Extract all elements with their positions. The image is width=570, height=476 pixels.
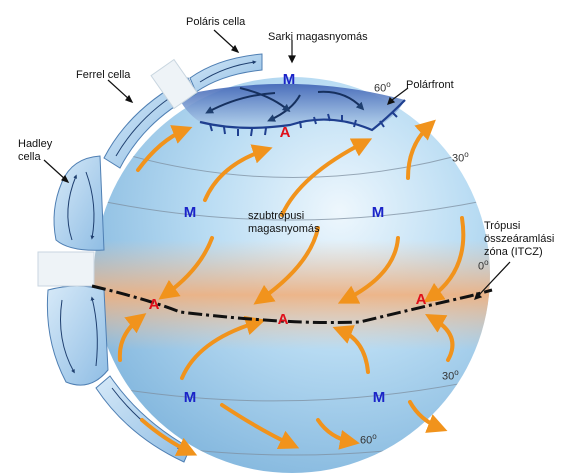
trade-wind-arrow [423,216,466,303]
subtropical-high-marker-east: M [371,204,385,221]
southern-subtropical-high-marker-east: M [372,389,386,406]
hadley-cell-north [53,155,105,251]
globe [94,77,490,473]
latitude-line-60n [109,149,479,178]
subtropical-high-marker-west: M [183,204,197,221]
surface-wind-arrows [117,119,466,456]
itcz-line [91,284,493,325]
latitude-label-30n: 30o [452,150,469,165]
itcz-label-line1: Trópusi [484,220,521,232]
westerly-arrow [140,418,198,456]
subtropical-high-label-line2: magasnyomás [248,223,320,235]
trade-wind-arrow [158,236,214,300]
polar-front-cloud-column [150,58,198,110]
latitude-line-30n [95,199,489,221]
hadley-cell-south [46,285,109,386]
latitude-label-60n: 60o [374,80,391,95]
equatorial-cloud-column [37,251,95,287]
itcz-label-line2: összeáramlási [484,233,555,245]
polar-front-label: Polárfront [406,79,454,91]
trade-wind-arrow [425,314,455,362]
hadley-cell-label: Hadley cella [18,138,52,164]
westerly-arrow [316,418,360,450]
trade-wind-arrow [180,315,266,380]
latitude-label-0: 0o [478,258,489,273]
label-leaders [43,29,511,300]
polar-cell [189,53,263,93]
westerly-arrow [136,125,193,172]
trade-wind-arrow [332,325,370,374]
itcz-low-marker-east: A [415,291,427,308]
itcz-low-marker-center: A [277,311,289,328]
westerly-arrow [220,403,300,449]
polar-easterly-arrows [205,87,365,122]
southern-subtropical-high-marker-west: M [183,389,197,406]
polar-high-label: Sarki magasnyomás [268,31,368,43]
hadley-cell-label-line1: Hadley [18,138,53,150]
itcz-label: Trópusi összeáramlási zóna (ITCZ) [484,220,554,259]
latitude-line-30s [95,377,489,402]
polar-front-low-marker: A [279,124,291,141]
polar-cap [178,83,406,137]
polar-front-ticks [209,111,398,137]
latitude-label-30s: 30o [442,368,459,383]
hadley-cell-label-line2: cella [18,151,41,163]
polar-front-line [199,99,406,132]
westerly-arrow [406,119,436,180]
subtropical-high-label: szubtrópusi magasnyomás [248,210,320,236]
polar-cell-label: Poláris cella [186,16,246,28]
ferrel-cell-label: Ferrel cella [76,69,131,81]
itcz-label-line3: zóna (ITCZ) [484,246,543,258]
trade-wind-arrow [117,313,147,362]
westerly-arrow [280,138,373,217]
itcz-low-marker-west: A [148,296,160,313]
westerly-arrow [408,400,448,433]
equatorial-warm-band [94,240,490,350]
subtropical-high-label-line1: szubtrópusi [248,210,305,222]
polar-high-marker: M [282,71,296,88]
trade-wind-arrow [253,226,320,305]
latitude-label-60s: 60o [360,432,377,447]
westerly-arrow [203,144,273,202]
trade-wind-arrow [337,236,400,304]
